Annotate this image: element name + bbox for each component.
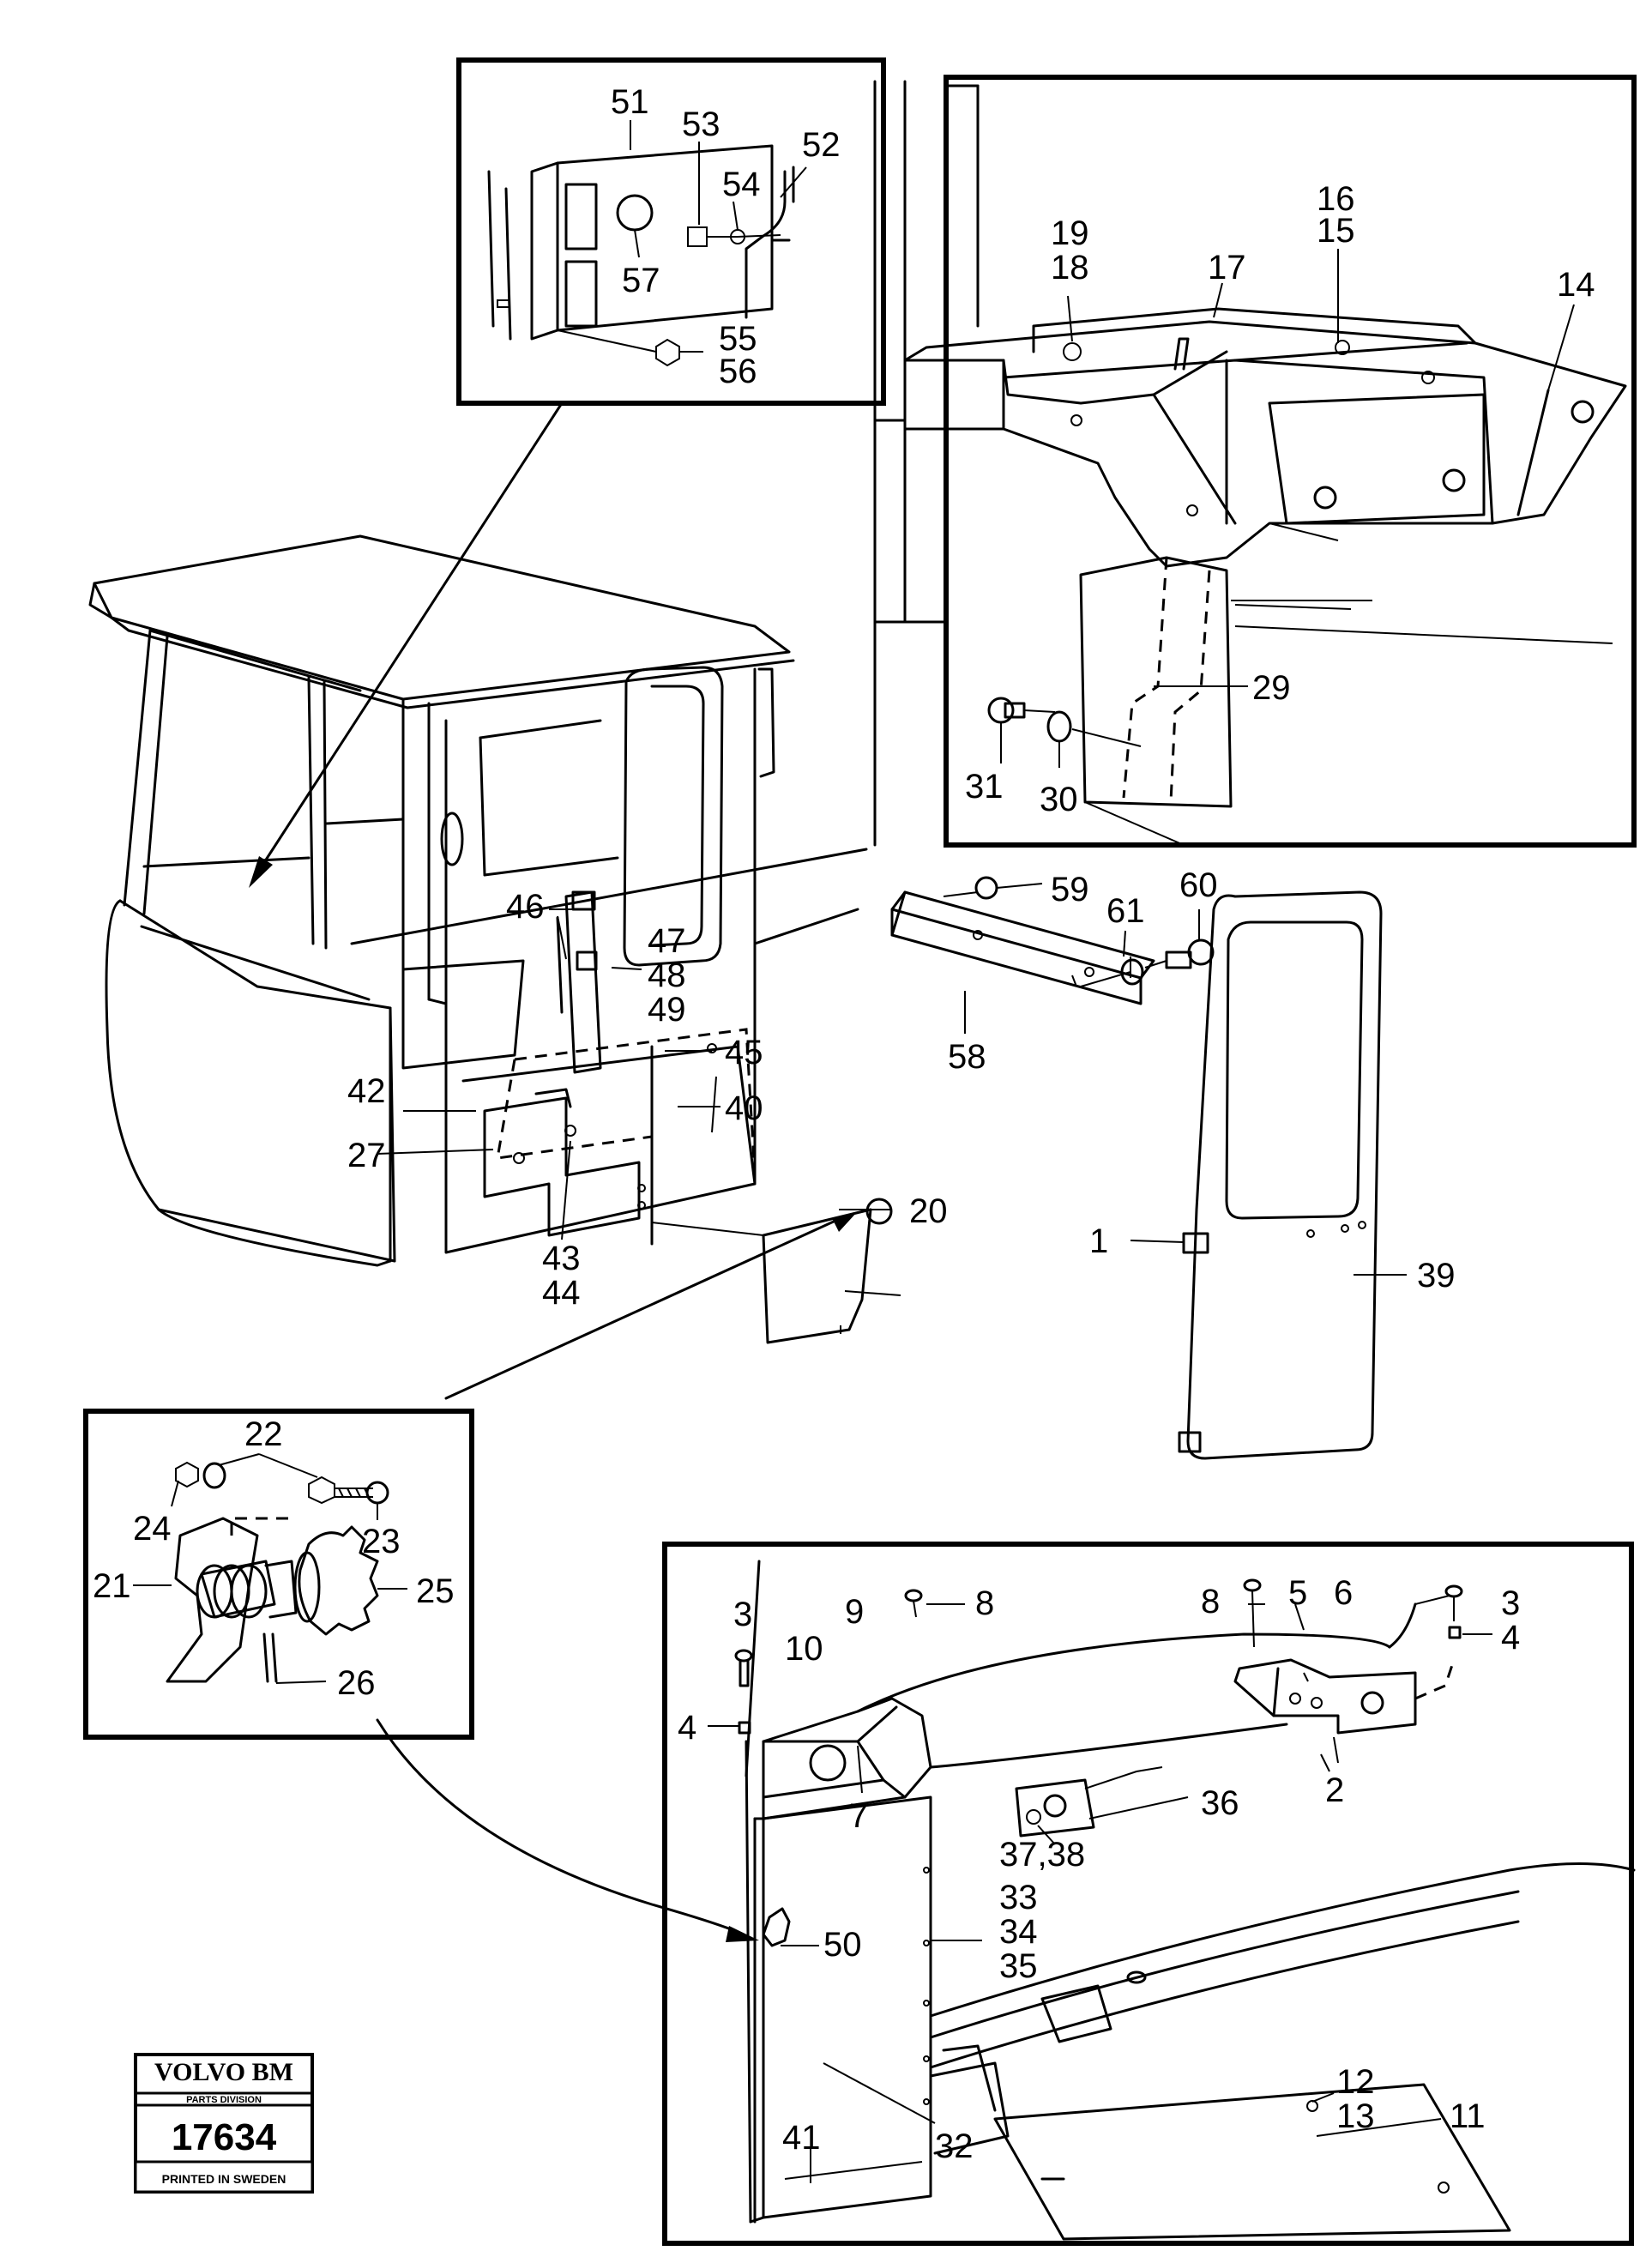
callout-26: 26 [337, 1664, 376, 1702]
strip-detail [890, 876, 1215, 1034]
door-drawing [1130, 890, 1407, 1460]
callout-20: 20 [909, 1192, 948, 1230]
callout-34: 34 [999, 1913, 1038, 1951]
callout-54: 54 [722, 166, 761, 203]
callout-52: 52 [802, 126, 841, 164]
callout-3-left: 3 [733, 1596, 752, 1633]
callout-9: 9 [845, 1593, 864, 1631]
callout-50: 50 [823, 1926, 862, 1964]
callout-3-right: 3 [1501, 1584, 1520, 1622]
callout-10: 10 [785, 1630, 823, 1668]
callout-21: 21 [93, 1567, 131, 1605]
callout-14: 14 [1557, 266, 1595, 304]
volvo-bm-logo: VOLVO BM PARTS DIVISION 17634 PRINTED IN… [134, 2053, 314, 2194]
callout-6: 6 [1334, 1574, 1353, 1612]
callout-61: 61 [1106, 892, 1145, 930]
callout-51: 51 [611, 83, 649, 121]
callout-18: 18 [1051, 249, 1089, 287]
callout-19: 19 [1051, 214, 1089, 252]
logo-division: PARTS DIVISION [186, 2095, 262, 2105]
inset-lock-detail [83, 1409, 474, 1740]
callout-12: 12 [1336, 2063, 1375, 2101]
callout-27: 27 [347, 1137, 386, 1174]
callout-22: 22 [244, 1415, 283, 1453]
callout-connectors [249, 401, 868, 1942]
callout-1: 1 [1089, 1222, 1108, 1260]
inset-cab-mount-detail [873, 75, 1637, 848]
callout-5: 5 [1288, 1574, 1307, 1612]
callout-36: 36 [1201, 1784, 1239, 1822]
callout-23: 23 [362, 1523, 401, 1560]
callout-32: 32 [935, 2127, 974, 2165]
callout-58: 58 [948, 1038, 986, 1076]
callout-43: 43 [542, 1240, 581, 1277]
callout-37-38: 37,38 [999, 1836, 1085, 1874]
inset-bracket-detail [456, 57, 886, 406]
callout-13: 13 [1336, 2097, 1375, 2135]
cover-panel-detail [651, 1198, 901, 1344]
logo-brand: VOLVO BM [154, 2058, 293, 2086]
callout-53: 53 [682, 106, 720, 143]
callout-56: 56 [719, 353, 757, 390]
callout-24: 24 [133, 1510, 172, 1548]
callout-8-left: 8 [975, 1584, 994, 1622]
callout-41: 41 [782, 2119, 821, 2157]
callout-29: 29 [1252, 669, 1291, 707]
inset-rear-panel-detail [662, 1542, 1636, 2246]
callout-55: 55 [719, 320, 757, 358]
callout-33: 33 [999, 1879, 1038, 1916]
callout-17: 17 [1208, 249, 1246, 287]
callout-60: 60 [1179, 866, 1218, 904]
callout-46: 46 [506, 888, 545, 926]
callout-42: 42 [347, 1072, 386, 1110]
callout-4-left: 4 [678, 1709, 696, 1747]
callout-labels: 51 53 52 54 57 55 56 16 15 19 18 17 14 2… [93, 83, 1595, 2165]
callout-59: 59 [1051, 871, 1089, 908]
callout-44: 44 [542, 1274, 581, 1312]
callout-7: 7 [849, 1797, 868, 1835]
callout-16: 16 [1317, 180, 1355, 218]
callout-8-right: 8 [1201, 1583, 1220, 1620]
callout-48: 48 [648, 957, 686, 994]
logo-footer: PRINTED IN SWEDEN [162, 2172, 286, 2186]
callout-35: 35 [999, 1947, 1038, 1985]
callout-40: 40 [725, 1089, 763, 1127]
callout-31: 31 [965, 768, 1004, 806]
cab-drawing [88, 534, 859, 1267]
callout-47: 47 [648, 922, 686, 960]
callout-39: 39 [1417, 1257, 1456, 1294]
callout-25: 25 [416, 1572, 455, 1610]
callout-4-right: 4 [1501, 1619, 1520, 1657]
callout-2: 2 [1325, 1771, 1344, 1809]
callout-49: 49 [648, 991, 686, 1029]
callout-57: 57 [622, 262, 660, 299]
callout-45: 45 [725, 1034, 763, 1071]
logo-number: 17634 [172, 2116, 277, 2158]
callout-30: 30 [1040, 781, 1078, 818]
callout-11: 11 [1450, 2097, 1486, 2135]
callout-15: 15 [1317, 212, 1355, 250]
